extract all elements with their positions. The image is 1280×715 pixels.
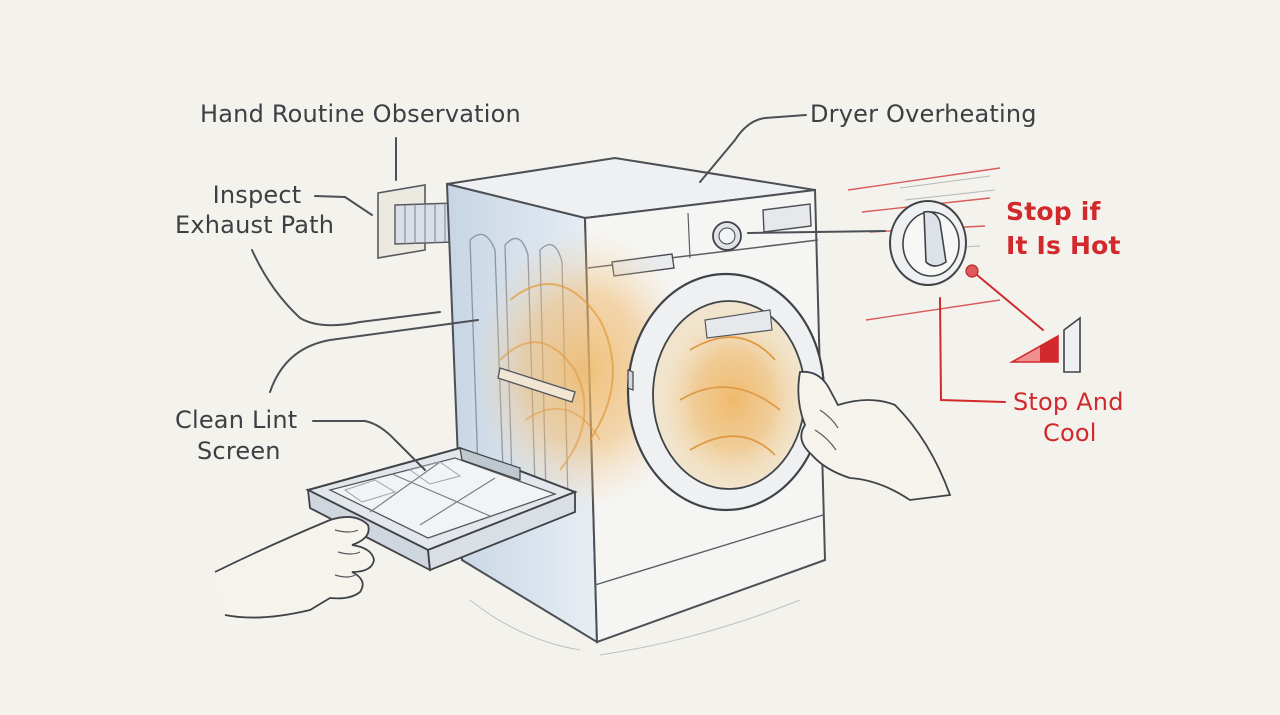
label-cool-line2: Cool — [1043, 419, 1097, 447]
dryer-door — [626, 272, 826, 512]
leader-inspect-exhaust — [314, 195, 373, 216]
leader-inspect-exhaust-3 — [269, 319, 479, 393]
leader-knob-to-wedge — [976, 274, 1044, 331]
label-dryer-overheating: Dryer Overheating — [810, 100, 1037, 128]
leader-inspect-exhaust-2 — [251, 249, 441, 327]
exhaust-duct — [377, 184, 456, 259]
floor-shadow — [469, 599, 801, 656]
label-screen-line2: Screen — [197, 437, 281, 465]
right-hand — [797, 370, 952, 501]
drum-bracket — [497, 367, 576, 403]
left-hand — [214, 516, 375, 619]
leader-lines — [251, 114, 886, 471]
leader-dial-to-knob — [747, 230, 886, 234]
temperature-rising-icon — [1008, 316, 1081, 373]
label-hand-routine-observation: Hand Routine Observation — [200, 100, 521, 128]
label-stop-if-line1: Stop if — [1006, 197, 1101, 226]
thermostat-knob-icon — [847, 167, 1001, 321]
label-stop-and-line1: Stop And — [1013, 388, 1124, 416]
leader-stop-and-cool — [939, 297, 1006, 403]
lint-screen-tray — [305, 446, 578, 572]
label-inspect-line1: Inspect — [212, 181, 302, 209]
leader-clean-lint — [312, 420, 426, 471]
label-it-is-hot-line2: It Is Hot — [1006, 231, 1121, 260]
alert-leader-lines — [939, 274, 1044, 403]
label-clean-lint-line1: Clean Lint — [175, 406, 298, 434]
label-exhaust-path-line2: Exhaust Path — [175, 211, 335, 239]
leader-dryer-overheating — [699, 114, 807, 183]
